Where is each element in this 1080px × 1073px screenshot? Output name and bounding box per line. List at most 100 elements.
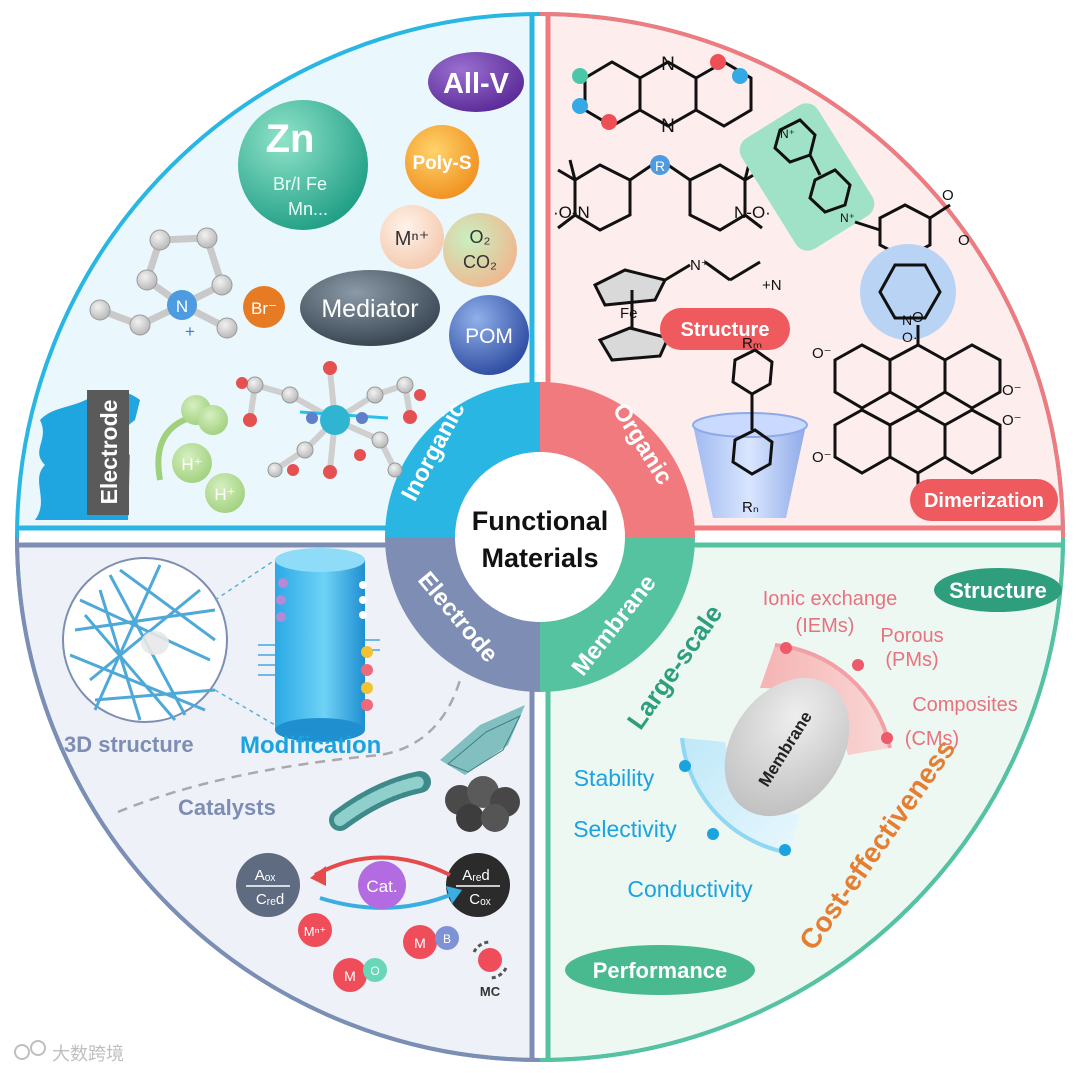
center-circle — [455, 452, 625, 622]
proton-1-label: H⁺ — [181, 455, 202, 474]
surface-groups — [276, 578, 288, 622]
zn-sub2: Mn... — [288, 199, 328, 219]
watermark: 大数跨境 — [14, 1040, 124, 1064]
dimerization-pill — [910, 479, 1058, 521]
ionic-exchange-label: Ionic exchange — [763, 588, 898, 610]
membrane-center-ellipse — [724, 677, 850, 817]
r-atom-label: R — [655, 158, 665, 174]
svg-text:·O-N: ·O-N — [553, 203, 590, 222]
surface-dots — [359, 581, 373, 711]
metal-complex — [236, 361, 426, 479]
graphene-sheet — [440, 705, 525, 775]
metal-center — [320, 405, 350, 435]
mc-catalyst — [478, 948, 502, 972]
selectivity-label: Selectivity — [573, 816, 677, 842]
pom-bubble — [449, 295, 529, 375]
rm-label: Rₘ — [742, 335, 762, 352]
poly-s-bubble — [405, 125, 479, 199]
svg-text:O: O — [958, 232, 970, 249]
aox-label: Aₒₓ — [255, 867, 276, 884]
electrode-content: 3D structure Modification Catalysts Aₒₓ … — [62, 548, 525, 999]
co2-label: CO₂ — [463, 252, 497, 272]
membrane-structure-pill — [934, 568, 1062, 612]
mediator-bubble — [300, 270, 440, 346]
conductivity-label: Conductivity — [627, 876, 753, 902]
fe-atom-label: Fe — [620, 305, 638, 322]
m1-label: M — [414, 935, 426, 951]
svg-text:O⁻: O⁻ — [812, 345, 832, 362]
o2-co2-bubble — [443, 213, 517, 287]
tempo-dimer — [557, 159, 763, 232]
svg-text:O·: O· — [902, 329, 918, 345]
svg-text:N⁺: N⁺ — [780, 127, 795, 141]
zn-sub1: Br/I Fe — [273, 174, 327, 194]
br-bubble — [243, 286, 285, 328]
fiber-cylinder — [275, 560, 365, 730]
all-v-bubble — [428, 52, 524, 112]
membrane-structure-label: Structure — [949, 578, 1047, 603]
n-atom — [167, 290, 197, 320]
membrane-tab — [540, 537, 695, 692]
b-label: B — [443, 932, 451, 946]
catalysts-label: Catalysts — [178, 795, 276, 820]
inorganic-tab — [385, 382, 540, 537]
mediator-label: Mediator — [321, 295, 418, 323]
center-tabs: Functional Materials Inorganic Organic M… — [385, 382, 695, 692]
svg-text:O⁻: O⁻ — [1002, 412, 1022, 429]
proton-2-label: H⁺ — [214, 485, 235, 504]
divider-dashed — [117, 679, 462, 814]
pms-label: (PMs) — [885, 649, 938, 671]
electrode-tab — [385, 537, 540, 692]
structure-pill — [660, 308, 790, 350]
svg-text:N: N — [661, 116, 675, 137]
m2-label: M — [344, 968, 356, 984]
carbon-black — [445, 776, 520, 832]
rn-label: Rₙ — [742, 499, 759, 516]
ferrocene-molecule — [592, 260, 761, 362]
b-dopant — [435, 926, 459, 950]
porous-label: Porous — [880, 625, 943, 647]
organic-content: N N R ·O-N N-O· N⁺ N⁺ O O — [553, 54, 1058, 521]
mn-label: Mⁿ⁺ — [395, 228, 430, 250]
red-arrow — [314, 855, 451, 877]
proton-1 — [172, 443, 212, 483]
molecule-atoms — [89, 227, 238, 339]
cox-label: Cₒₓ — [469, 891, 490, 908]
center-title-line1: Functional — [472, 506, 609, 536]
modification-label: Modification — [240, 732, 381, 759]
structure-pill-label: Structure — [681, 319, 770, 341]
three-d-structure-label: 3D structure — [64, 732, 194, 757]
svg-text:O⁻: O⁻ — [1002, 382, 1022, 399]
anthraquinone-dimer — [833, 325, 1002, 492]
pom-label: POM — [465, 325, 513, 348]
organic-tab — [540, 382, 695, 537]
ared-label: Aᵣₑd — [462, 867, 490, 884]
poly-s-label: Poly-S — [412, 153, 471, 174]
svg-text:N: N — [902, 312, 912, 328]
aox-cred-circle — [236, 853, 300, 917]
svg-text:O: O — [942, 187, 954, 204]
zn-bubble — [238, 100, 368, 230]
performance-label: Performance — [593, 958, 728, 983]
fiber-network — [69, 564, 216, 721]
mn-bubble — [380, 205, 444, 269]
ared-cox-circle — [446, 853, 510, 917]
o2-label: O₂ — [470, 227, 491, 247]
zn-label: Zn — [266, 117, 315, 161]
performance-pill — [565, 945, 755, 995]
br-label: Br⁻ — [251, 299, 277, 318]
cred-label: Cᵣₑd — [256, 891, 284, 908]
mn-catalyst-label: Mⁿ⁺ — [304, 924, 326, 939]
electrode-label: Electrode — [96, 400, 122, 505]
tempo-highlight — [860, 244, 956, 340]
svg-text:N: N — [661, 54, 675, 75]
svg-text:N-O·: N-O· — [734, 203, 771, 222]
n-plus-label: + — [185, 322, 195, 341]
svg-text:O: O — [912, 309, 924, 326]
svg-text:N⁺: N⁺ — [690, 257, 709, 274]
stability-label: Stability — [574, 765, 655, 791]
o-label: O — [370, 964, 379, 978]
o-dopant — [363, 958, 387, 982]
